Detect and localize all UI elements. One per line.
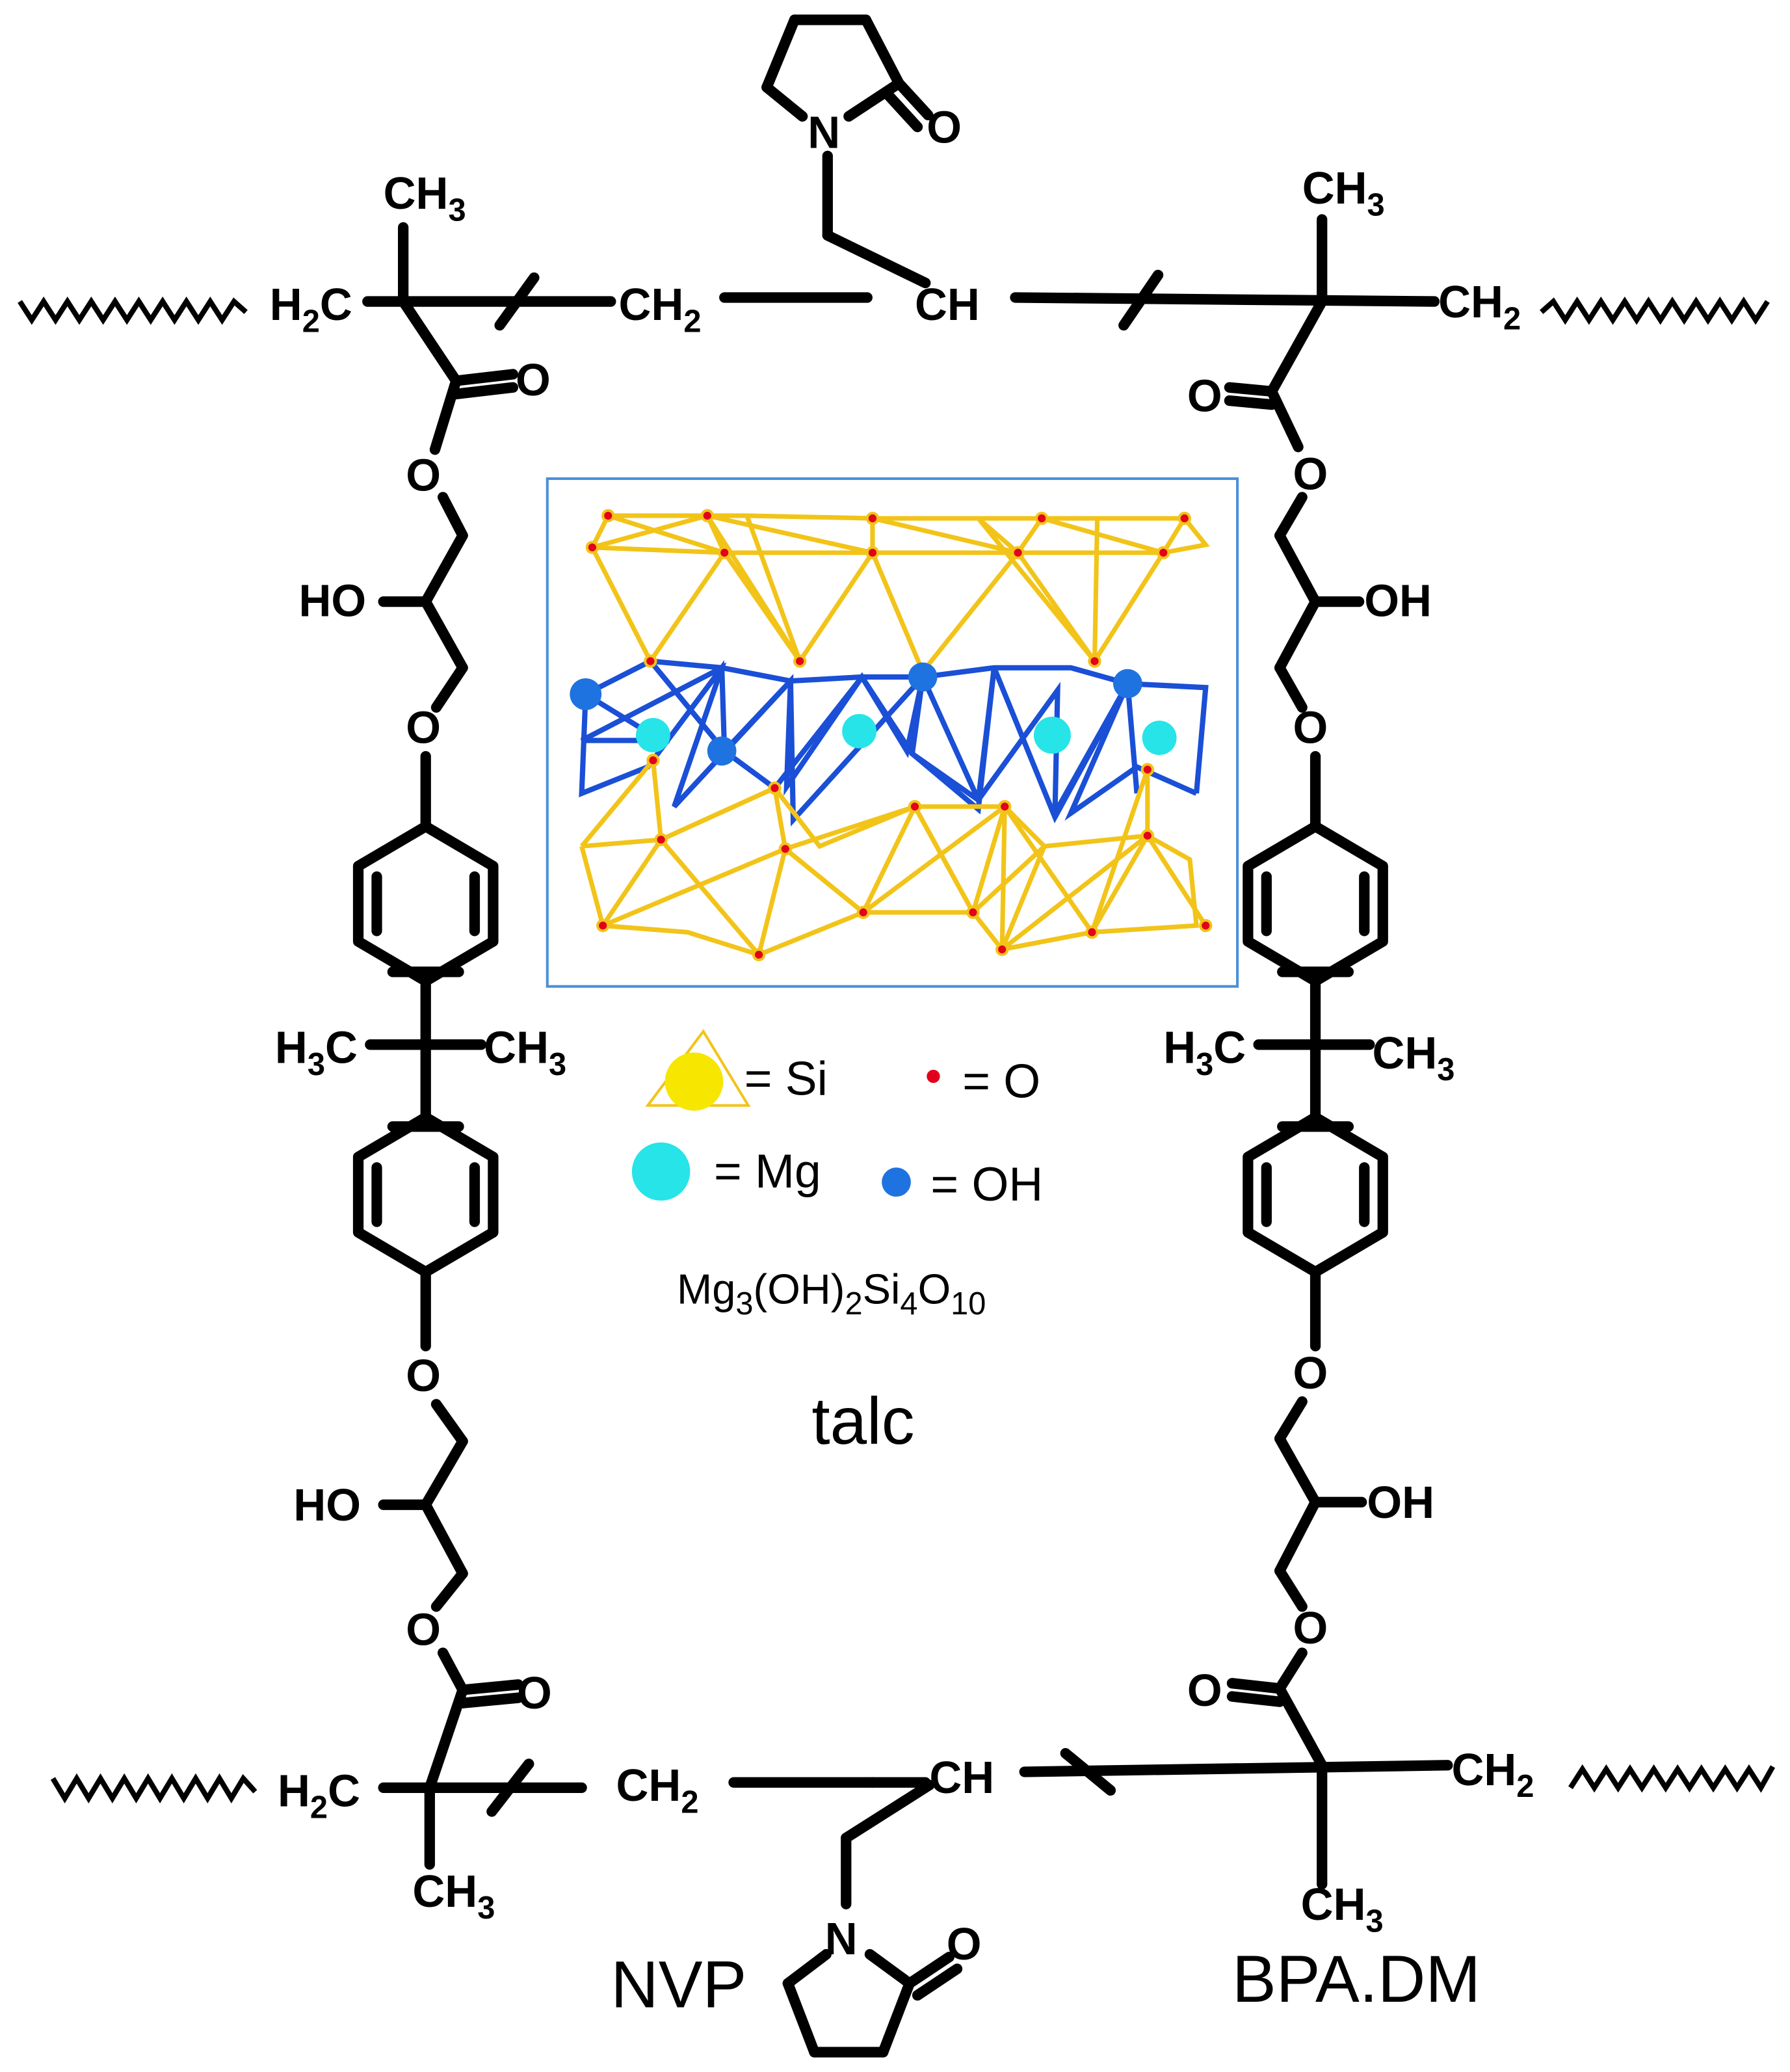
- top-nvp-ring: N O: [761, 14, 962, 289]
- h2c-top-left: H2C: [270, 279, 352, 339]
- mg-legend-icon: [631, 1142, 691, 1201]
- o-right-ester-link-bottom: O: [1293, 1602, 1328, 1653]
- oxygen-atoms: [585, 509, 1213, 962]
- o-right-ester-top: O: [1187, 370, 1222, 421]
- si-legend-icon: [665, 1052, 724, 1111]
- ch2-top-right: CH2: [1438, 276, 1521, 336]
- oh-right-top: OH: [1364, 575, 1432, 626]
- ho-left-top: HO: [299, 575, 367, 626]
- o-bottom-carbonyl: O: [947, 1919, 982, 1969]
- n-bottom: N: [825, 1913, 858, 1964]
- ch2-top-mid: CH2: [619, 279, 702, 339]
- o-left-ester-link-bottom: O: [406, 1604, 441, 1654]
- oh-legend-icon: [882, 1167, 911, 1197]
- talc-legend: = Si = O = Mg = OH Mg3(OH)2Si4O10: [631, 1029, 1043, 1322]
- h3c-right: H3C: [1163, 1022, 1246, 1082]
- bottom-left-wavy-chain: [50, 1773, 257, 1804]
- octahedral-layer: [579, 658, 1209, 827]
- o-right-ether-bottom: O: [1293, 1348, 1328, 1398]
- ho-left-bottom: HO: [293, 1480, 361, 1530]
- talc-formula: Mg3(OH)2Si4O10: [677, 1266, 986, 1322]
- o-left-ester-link-top: O: [406, 449, 441, 500]
- o-left-ester-bottom: O: [517, 1667, 552, 1718]
- o-legend-label: = O: [962, 1055, 1040, 1108]
- h3c-left: H3C: [275, 1022, 358, 1082]
- bottom-right-wavy-chain: [1568, 1764, 1776, 1793]
- ch-bottom: CH: [929, 1752, 994, 1803]
- si-legend-label: = Si: [744, 1052, 828, 1105]
- mg-legend-label: = Mg: [714, 1145, 821, 1198]
- oh-legend-label: = OH: [930, 1158, 1043, 1211]
- o-left-ether-top: O: [406, 702, 441, 753]
- ch2-bottom-mid: CH2: [616, 1760, 698, 1820]
- h2c-bottom-left: H2C: [278, 1765, 360, 1825]
- top-left-wavy-chain: [18, 297, 248, 325]
- oh-right-bottom: OH: [1367, 1477, 1434, 1528]
- o-right-ester-link-top: O: [1293, 448, 1328, 499]
- o-left-ether-bottom: O: [406, 1350, 441, 1401]
- ch3-top-right: CH3: [1302, 163, 1385, 222]
- o-legend-icon: [927, 1069, 940, 1083]
- magnesium-atoms: [635, 713, 1177, 755]
- ch3-bottom-right: CH3: [1301, 1879, 1384, 1939]
- ch2-bottom-right: CH2: [1451, 1744, 1534, 1804]
- talc-structure-panel: [546, 477, 1239, 988]
- o-right-ester-bottom: O: [1187, 1665, 1222, 1716]
- o-right-ether-top: O: [1293, 702, 1328, 753]
- top-backbone: H2C CH3 CH2 CH CH3 CH2: [18, 163, 1770, 397]
- hydroxyl-groups: [570, 662, 1142, 766]
- right-bpadm-chain: O O OH O H3C CH3 O OH O O: [1163, 370, 1454, 1771]
- ch3-bottom-left: CH3: [412, 1866, 495, 1926]
- nvp-caption: NVP: [611, 1947, 746, 2021]
- left-bpadm-chain: O O HO O H3C CH3 O HO O: [275, 354, 566, 1793]
- talc-caption: talc: [811, 1384, 914, 1458]
- bottom-nvp-ring: N O: [782, 1779, 982, 2058]
- bottom-backbone: H2C CH3 CH2 CH CH2 CH3: [50, 1744, 1776, 1939]
- bpadm-caption: BPA.DM: [1232, 1942, 1481, 2016]
- ch3-right: CH3: [1372, 1028, 1454, 1087]
- ch3-left: CH3: [484, 1022, 566, 1082]
- ch3-top-left: CH3: [384, 168, 466, 228]
- top-right-wavy-chain: [1540, 297, 1770, 325]
- o-left-ester-top: O: [516, 354, 551, 405]
- n-top: N: [808, 107, 840, 158]
- o-top-carbonyl: O: [927, 102, 962, 153]
